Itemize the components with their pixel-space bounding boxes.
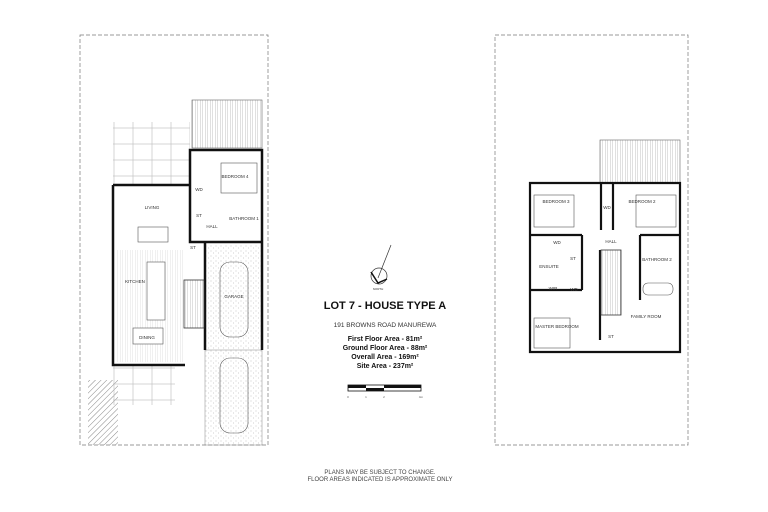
ground-floor-area: Ground Floor Area - 88m² <box>342 345 428 352</box>
scale-bar: 0 1 2 4m <box>347 384 424 399</box>
site-boundary <box>79 34 269 446</box>
room-label: ST <box>190 245 196 250</box>
room-label: FAMILY ROOM <box>631 314 662 319</box>
room-label: HALL <box>206 224 218 229</box>
first-floor-area: First Floor Area - 81m² <box>347 336 423 343</box>
address: 191 BROWNS ROAD MANUREWA <box>333 322 437 329</box>
first-floor-plan: BEDROOM 3 BEDROOM 2 WD HALL WD ENSUITE S… <box>494 34 689 446</box>
bed-master <box>533 317 571 349</box>
room-label: BATHROOM 1 <box>229 216 259 221</box>
disclaimer-line: FLOOR AREAS INDICATED IS APPROXIMATE ONL… <box>307 477 453 483</box>
dining-table <box>132 327 164 345</box>
north-arrow: NORTH <box>370 244 392 291</box>
ground-floor-plan: BEDROOM 4 WD ST HALL BATHROOM 1 LIVING K… <box>79 34 269 446</box>
room-label: ENSUITE <box>539 264 559 269</box>
scale-label: 1 <box>365 395 367 399</box>
room-label: WIR <box>549 286 558 291</box>
patio <box>113 365 175 405</box>
driveway <box>204 349 263 446</box>
room-label: WD <box>195 187 203 192</box>
scale-label: 2 <box>383 395 385 399</box>
bath <box>642 282 674 296</box>
bed <box>220 162 258 194</box>
area-summary: First Floor Area - 81m² Ground Floor Are… <box>300 335 470 371</box>
room-label: BEDROOM 4 <box>221 174 249 179</box>
room-label: GARAGE <box>224 294 243 299</box>
paving <box>113 122 190 185</box>
disclaimer-line: PLANS MAY BE SUBJECT TO CHANGE. <box>324 470 436 476</box>
room-label: WD <box>570 287 578 292</box>
lot-info: LOT 7 - HOUSE TYPE A 191 BROWNS ROAD MAN… <box>300 300 470 371</box>
overall-area: Overall Area - 169m² <box>351 354 419 361</box>
walls <box>111 148 264 367</box>
room-label: WD <box>603 205 611 210</box>
scale-label: 4m <box>419 395 424 399</box>
room-label: LIVING <box>145 205 160 210</box>
room-label: BATHROOM 2 <box>642 257 672 262</box>
car-2 <box>219 357 249 434</box>
roof-below <box>599 139 681 184</box>
stairs <box>600 249 622 316</box>
garage-floor <box>205 245 262 350</box>
room-label: ST <box>570 256 576 261</box>
kitchen-island <box>146 261 166 321</box>
site-area: Site Area - 237m² <box>356 363 414 370</box>
car-1 <box>219 261 249 338</box>
deck <box>191 99 263 149</box>
disclaimer: PLANS MAY BE SUBJECT TO CHANGE. FLOOR AR… <box>280 470 480 484</box>
walls <box>528 181 682 354</box>
lot-title: LOT 7 - HOUSE TYPE A <box>323 300 447 312</box>
room-label: KITCHEN <box>125 279 145 284</box>
stairs <box>183 279 205 329</box>
room-label: MASTER BEDROOM <box>535 324 579 329</box>
bed-3 <box>533 194 575 228</box>
first-room-labels: BEDROOM 3 BEDROOM 2 WD HALL WD ENSUITE S… <box>535 199 672 339</box>
sofa <box>137 226 169 243</box>
room-label: ST <box>196 213 202 218</box>
room-label: BEDROOM 2 <box>628 199 656 204</box>
room-label: HALL <box>605 239 617 244</box>
room-label: BEDROOM 3 <box>542 199 570 204</box>
room-label: ST <box>608 334 614 339</box>
room-label: DINING <box>139 335 155 340</box>
bed-2 <box>635 194 677 228</box>
site-boundary <box>494 34 689 446</box>
ground-room-labels: BEDROOM 4 WD ST HALL BATHROOM 1 LIVING K… <box>125 174 259 340</box>
north-label: NORTH <box>373 287 384 291</box>
room-label: WD <box>553 240 561 245</box>
scale-label: 0 <box>347 395 349 399</box>
